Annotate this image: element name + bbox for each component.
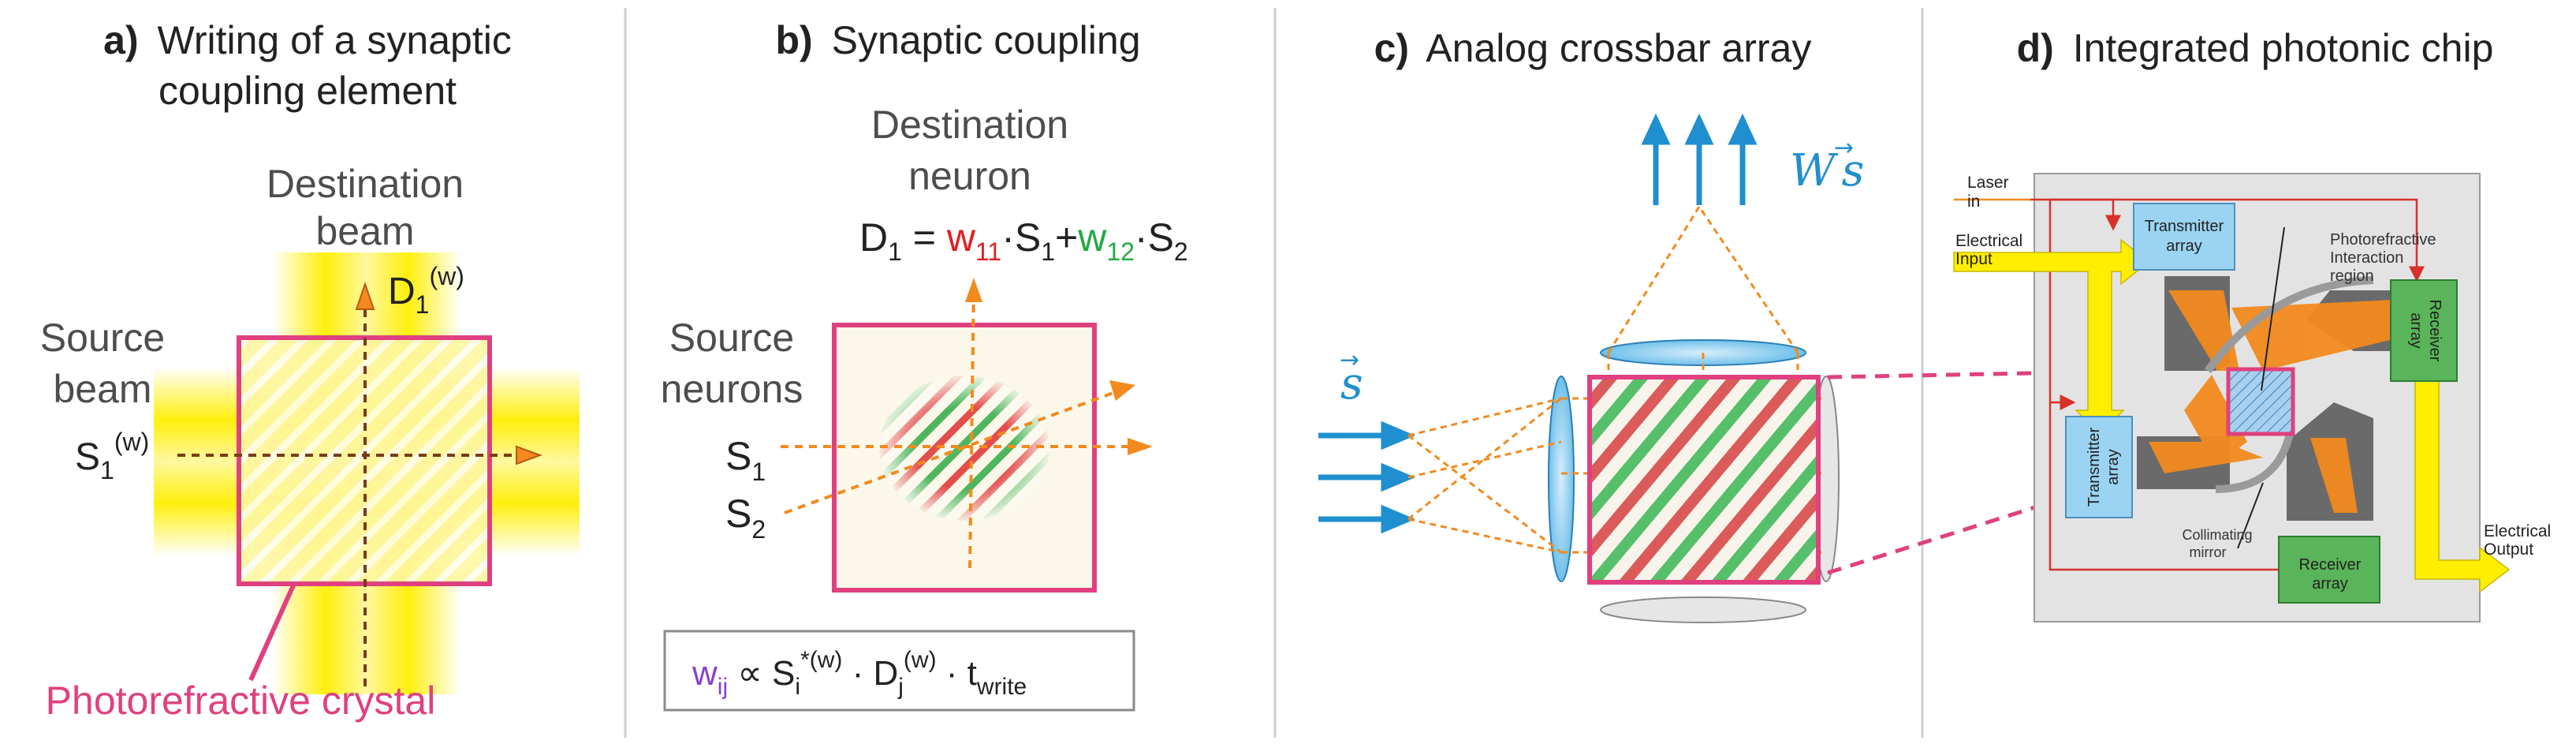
left-lens (1548, 376, 1575, 582)
destination-neuron-label-2: neuron (908, 154, 1031, 198)
collimating-pointer (2237, 482, 2264, 549)
source-beam-label-2: beam (53, 367, 151, 411)
s1-label: S1(w) (75, 428, 149, 484)
d1-label: D1(w) (388, 262, 464, 319)
collimating-mirror (2215, 428, 2295, 493)
coupling-equation: D1 = w11·S1+w12·S2 (859, 215, 1188, 266)
photorefractive-label: Photorefractive (2330, 231, 2436, 249)
interaction-pointer (2261, 226, 2285, 391)
electrical-output-arrow-icon (2414, 368, 2511, 593)
output-vector-arrow-icon: → (1834, 134, 1854, 162)
destination-beam-label-2: beam (315, 209, 414, 253)
external-labels: Laser in Electrical Input Electrical Out… (1955, 174, 2551, 559)
receiver-array-right (2390, 279, 2458, 382)
electrical-input-arrow-icon (1953, 238, 2150, 436)
crystal-label: Photorefractive crystal (46, 679, 436, 723)
panel-d: d) Integrated photonic chip (1953, 26, 2551, 622)
receiver-right-label: Receiver (2426, 300, 2444, 362)
transmitter-array-top (2133, 203, 2235, 271)
s2-ray (784, 389, 1120, 514)
panel-c-title: c) Analog crossbar array (1374, 26, 1812, 70)
electrical-output-label-2: Output (2484, 540, 2533, 559)
electrical-output-label: Electrical (2484, 522, 2551, 540)
destination-ray (968, 283, 975, 569)
source-neurons-label: Source (669, 316, 794, 360)
transmitter-array-left (2065, 416, 2133, 518)
receiver-bottom-label-2: array (2312, 575, 2348, 593)
s1-neuron-label: S1 (725, 434, 766, 486)
s2-arrow-icon (1109, 380, 1135, 401)
output-arrows (1641, 113, 1758, 205)
destination-arrow-icon (355, 281, 375, 310)
photorefractive-label-2: Interaction (2330, 249, 2403, 267)
input-vector-label: s (1340, 358, 1363, 409)
electrical-input-label-2: Input (1955, 250, 1993, 268)
top-mirror (2204, 276, 2374, 373)
s2-neuron-label: S2 (725, 492, 766, 544)
interference-pattern (240, 339, 489, 584)
transmitter-top-label-2: array (2166, 237, 2202, 255)
transmitter-top-label: Transmitter (2145, 218, 2224, 235)
crossbar-crystal (1587, 375, 1821, 585)
panel-b-title: b) Synaptic coupling (775, 18, 1140, 62)
panel-a-title: a) Writing of a synaptic (103, 18, 512, 62)
panel-b: b) Synaptic coupling Destination neuron … (661, 18, 1188, 712)
panel-d-title: d) Integrated photonic chip (2017, 26, 2494, 70)
transmitter-left-label: Transmitter (2086, 427, 2103, 507)
receiver-array-bottom (2278, 536, 2380, 604)
chip-labels: Transmitter array Photorefractive Intera… (2086, 218, 2444, 593)
laser-lines (2030, 198, 2425, 578)
collimating-label-2: mirror (2190, 544, 2227, 560)
learning-rule: wij ∝ Si*(w) · Dj(w) · twrite (692, 647, 1027, 700)
destination-neuron-label: Destination (871, 103, 1068, 147)
receiver-bottom-label: Receiver (2299, 556, 2362, 574)
source-arrow-icon (516, 445, 542, 465)
electrical-input-label: Electrical (1955, 232, 2022, 250)
source-beam-label: Source (40, 316, 165, 360)
interaction-region (2226, 367, 2295, 436)
input-vector-arrow-icon: → (1340, 346, 1359, 374)
input-arrows (1318, 421, 1416, 534)
photorefractive-crystal-b (832, 323, 1097, 593)
source-neurons-label-2: neurons (661, 367, 803, 411)
laser-in-label: Laser (1967, 174, 2009, 192)
collimating-label: Collimating (2182, 527, 2252, 543)
crystal-pointer (248, 584, 296, 682)
panel-a: a) Writing of a synaptic coupling elemen… (40, 18, 580, 723)
learning-rule-box (663, 630, 1135, 712)
s1-arrow-icon (1128, 438, 1153, 455)
destination-arrow-icon-b (965, 278, 982, 302)
laser-in-label-2: in (1967, 193, 1980, 211)
transmitter-left-label-2: array (2104, 449, 2122, 485)
destination-beam-label: Destination (267, 162, 464, 206)
bottom-lens (1600, 596, 1806, 623)
photorefractive-label-3: region (2330, 267, 2374, 285)
panel-a-title-line2: coupling element (158, 69, 457, 113)
crossbar-hologram (1590, 377, 1818, 582)
receiver-right-label-2: array (2407, 312, 2425, 349)
